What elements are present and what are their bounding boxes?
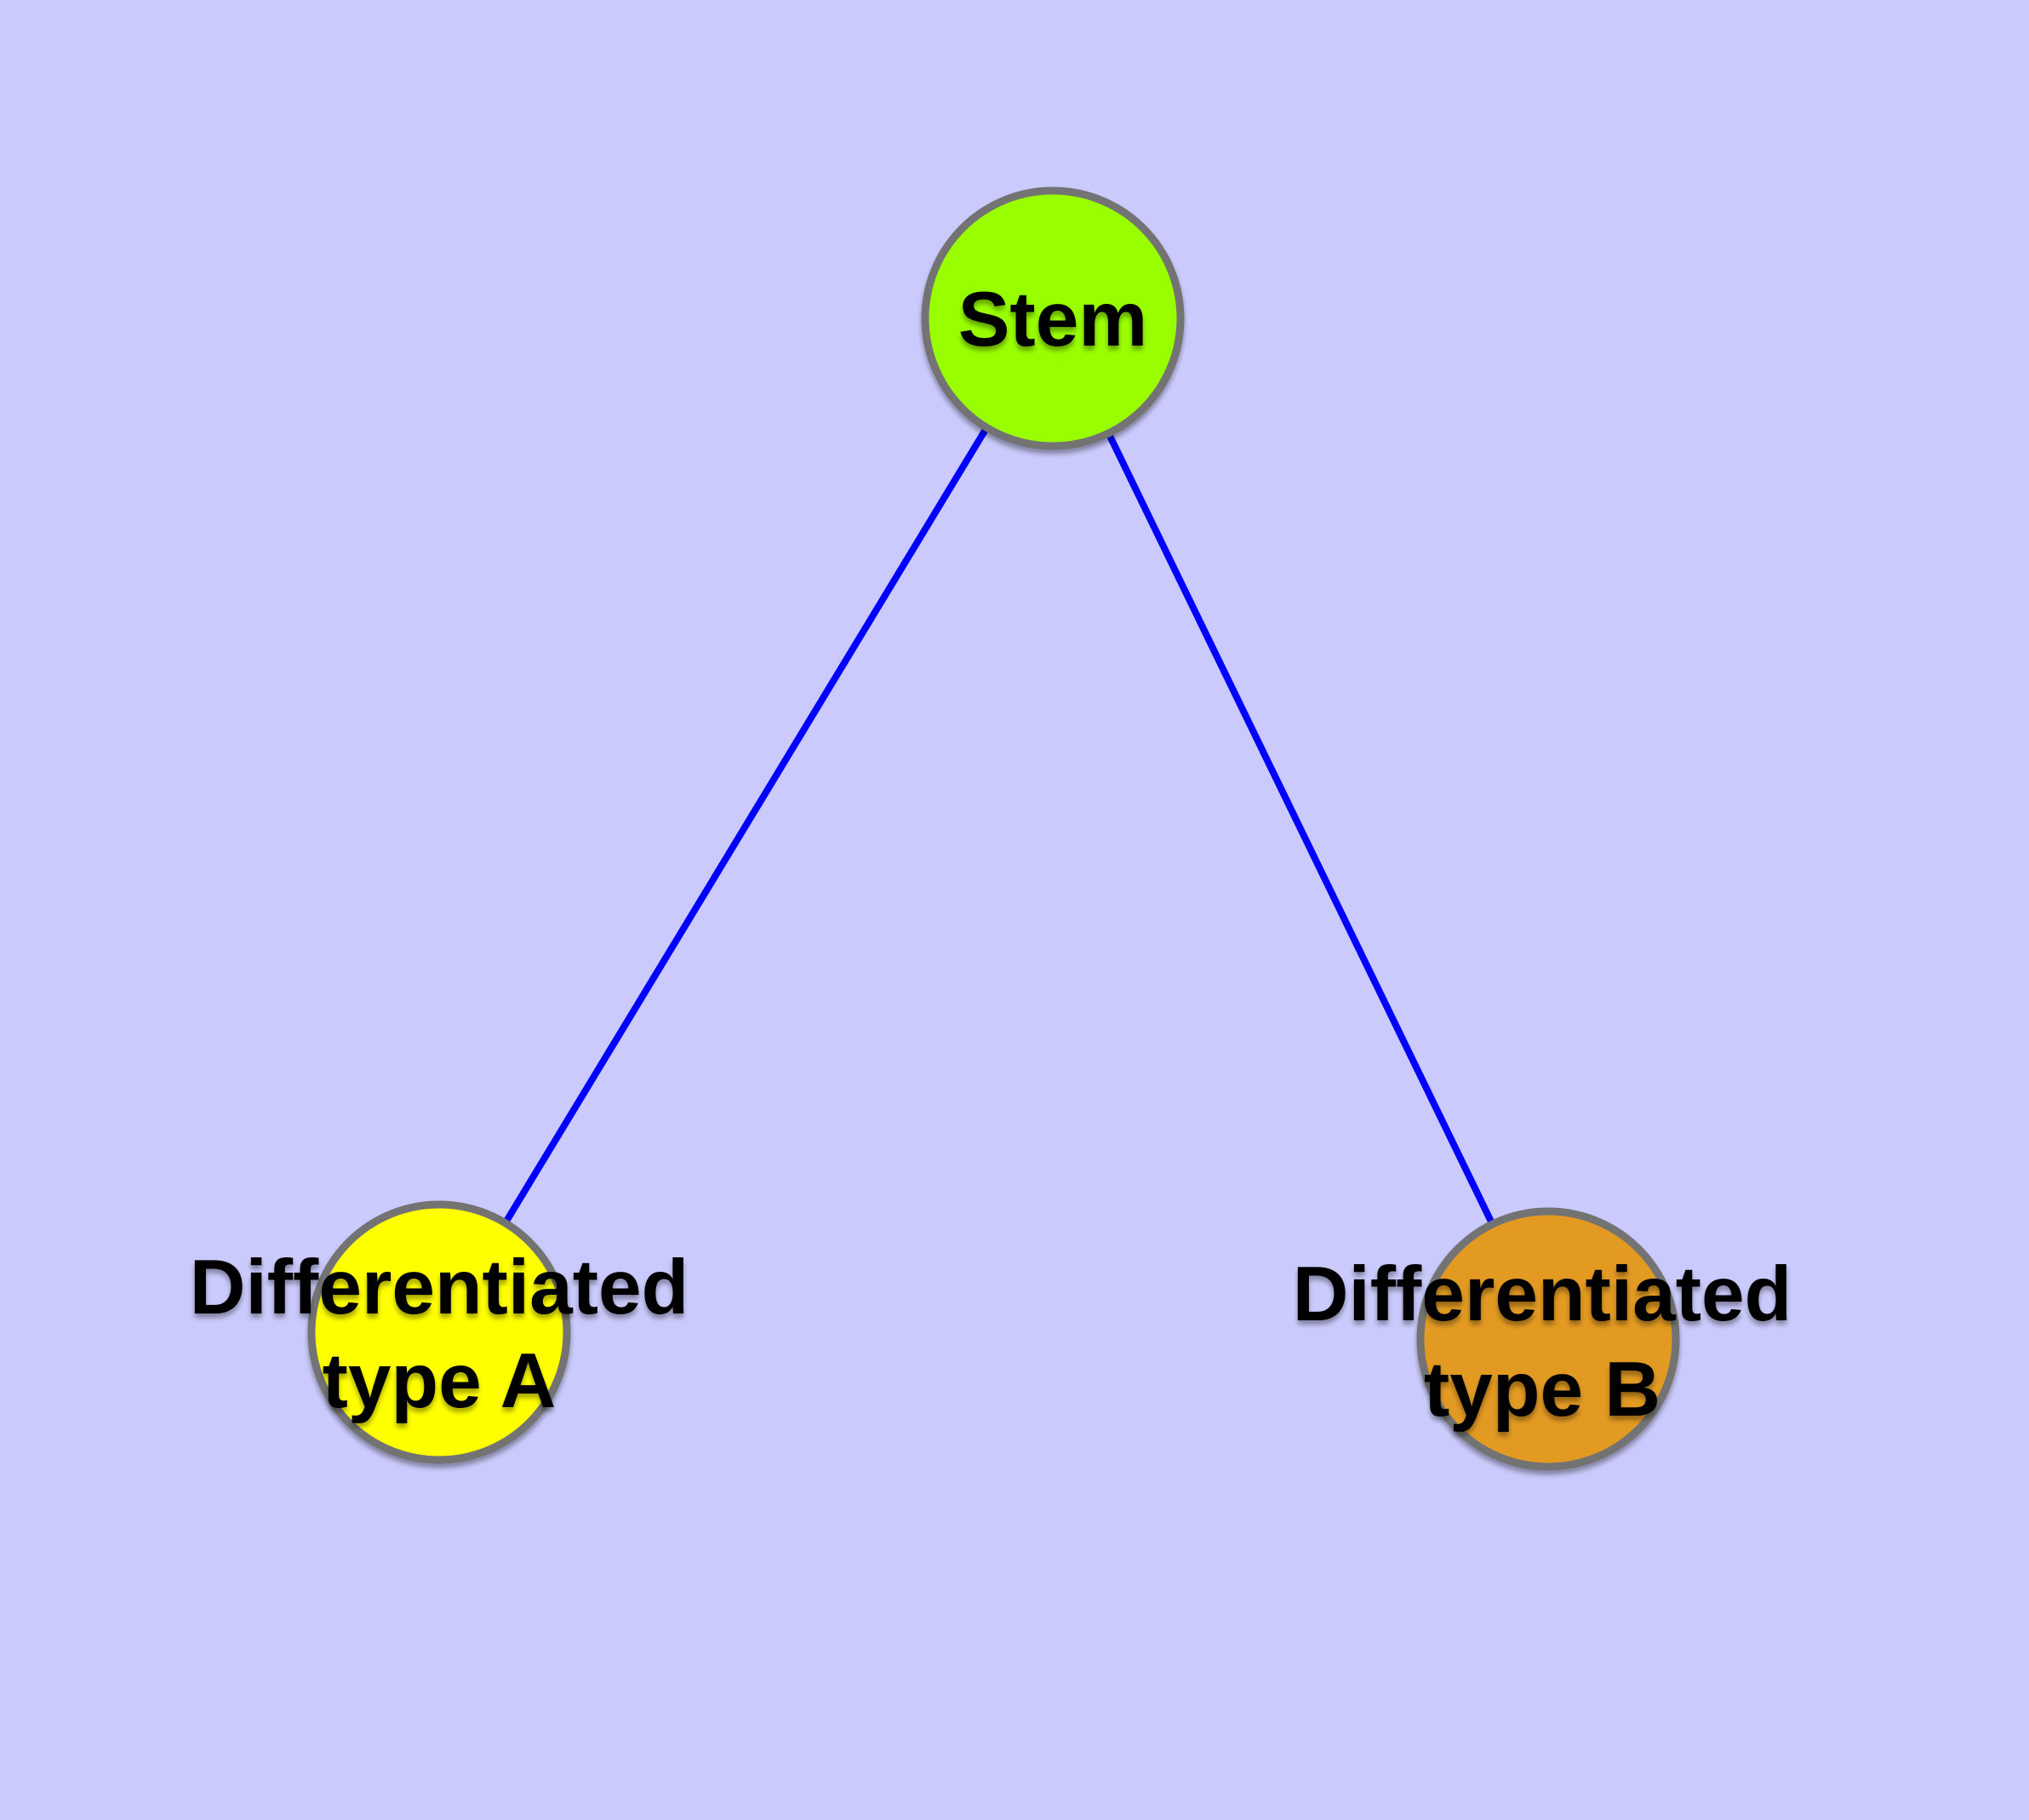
node-stem [921,186,1185,450]
node-type-b-label-line1: Differentiated [1293,1251,1792,1337]
node-type-b-label-line2: type B [1424,1347,1660,1433]
node-stem-label: Stem [958,277,1148,363]
node-type-a-label-line2: type A [323,1338,557,1424]
edge-stem-to-type-a [436,316,1056,1335]
node-differentiated-type-a [307,1200,571,1464]
node-layer [307,186,1680,1471]
label-layer: Stem Differentiated type A Differentiate… [190,277,1792,1433]
edge-layer [436,316,1552,1341]
edge-stem-to-type-b [1049,317,1552,1341]
node-differentiated-type-b [1416,1207,1680,1471]
node-type-a-label-line1: Differentiated [190,1245,689,1331]
